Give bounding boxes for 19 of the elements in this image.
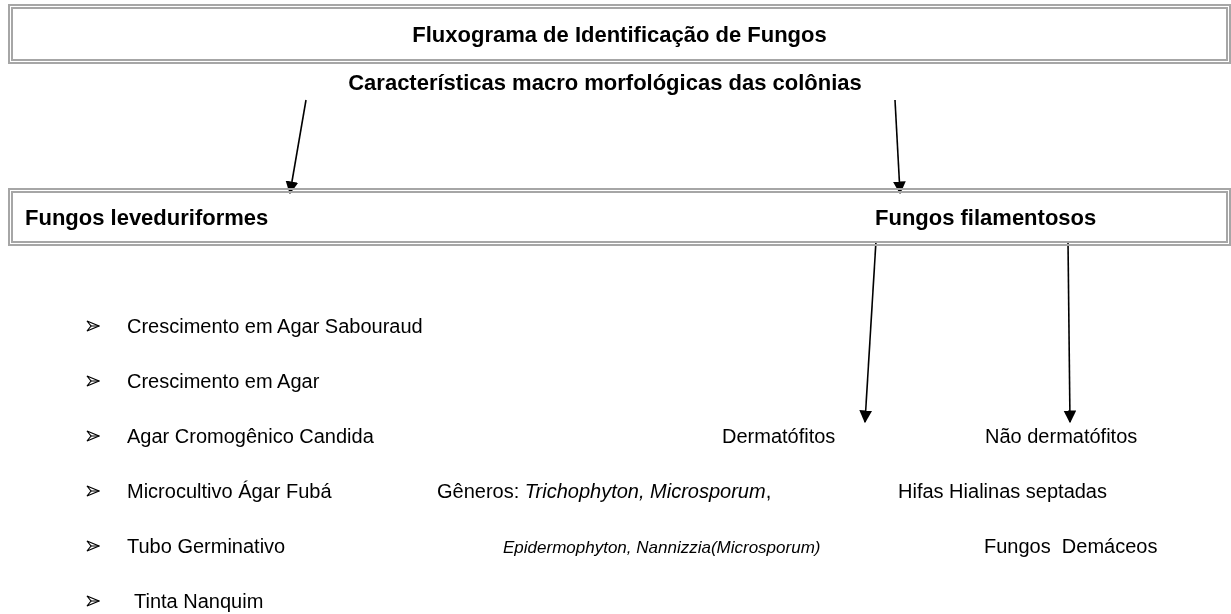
heading-text: Características macro morfológicas das colônias — [250, 64, 960, 100]
list-text: Hifas Hialinas septadas — [898, 479, 1107, 504]
list-text: Microcultivo Ágar Fubá — [127, 479, 332, 504]
category-band — [8, 188, 1231, 246]
category-text: Fungos filamentosos — [875, 193, 1205, 241]
list-text: Fungos Demáceos — [984, 534, 1158, 559]
arrow — [1063, 240, 1077, 424]
list-text: Epidermophyton, Nannizzia(Microsporum) — [503, 537, 821, 559]
group-text: Não dermatófitos — [985, 422, 1185, 450]
list-text: Gêneros: Trichophyton, Microsporum, — [437, 479, 772, 504]
arrow — [859, 240, 877, 424]
list-text: Tinta Nanquim — [134, 589, 264, 614]
group-text: Dermatófitos — [722, 422, 862, 450]
list-text: Tubo Germinativo — [127, 534, 286, 559]
title-band: Fluxograma de Identificação de Fungos — [8, 4, 1231, 64]
list-text: Crescimento em Agar Sabouraud — [127, 314, 423, 339]
category-text: Fungos leveduriformes — [25, 193, 345, 241]
list-text: Crescimento em Agar — [127, 369, 320, 394]
list-text: Agar Cromogênico Candida — [127, 424, 374, 449]
